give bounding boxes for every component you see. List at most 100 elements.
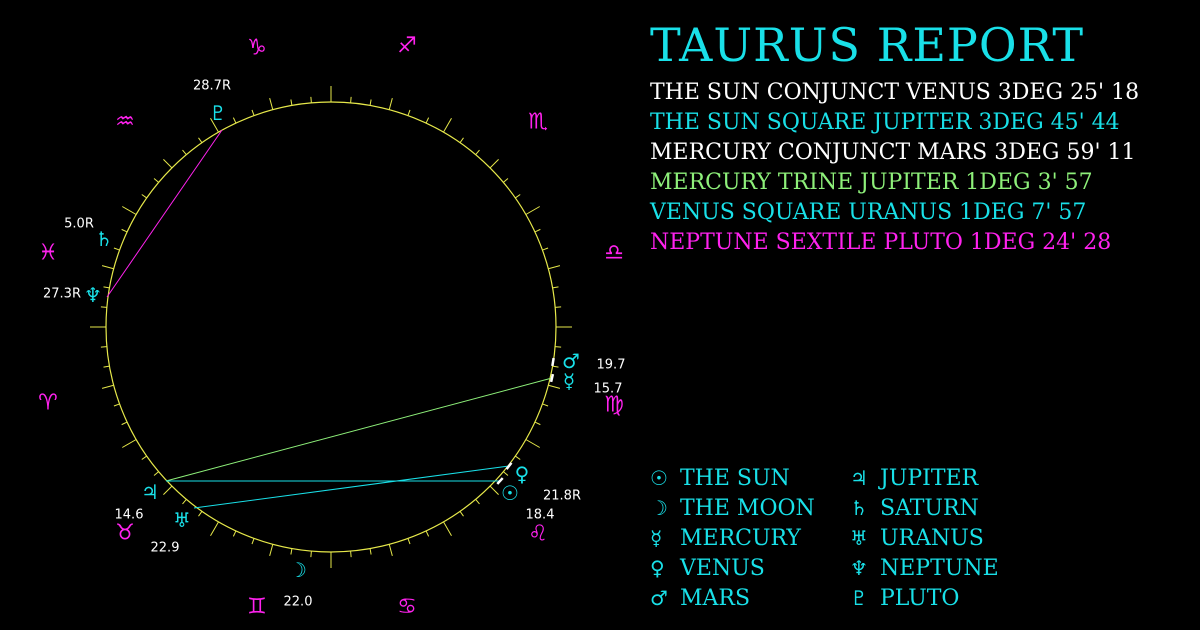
legend-label: THE SUN <box>680 466 790 491</box>
degree-tick <box>407 109 411 116</box>
natal-chart-wheel: ♑♐♒♏♓♎♈♍♉♌♊♋ ♇28.7R♄5.0R♆27.3R♂19.7☿15.7… <box>38 34 625 620</box>
pluto-icon: ♇ <box>209 101 227 125</box>
degree-tick <box>542 403 549 407</box>
venus-degree-label: 21.8R <box>543 489 581 504</box>
mercury-icon: ☿ <box>650 526 663 550</box>
degree-tick <box>459 137 464 143</box>
degree-tick <box>443 521 452 536</box>
degree-tick <box>122 439 137 448</box>
degree-tick <box>369 548 372 555</box>
degree-tick <box>103 286 110 289</box>
saturn-icon: ♄ <box>95 227 113 251</box>
legend-item-sun: ☉ THE SUN <box>650 466 790 491</box>
aspect-line-mercury-jupiter <box>165 377 553 482</box>
degree-tick <box>555 306 562 308</box>
neptune-icon: ♆ <box>850 556 868 580</box>
degree-tick <box>251 109 255 116</box>
degree-tick <box>121 228 128 233</box>
aspect-line-venus-uranus <box>193 465 510 509</box>
degree-tick <box>121 421 128 426</box>
neptune-icon: ♆ <box>84 283 102 307</box>
mars-icon: ♂ <box>650 586 668 610</box>
degree-tick <box>100 306 107 308</box>
degree-tick <box>515 455 521 460</box>
legend-label: PLUTO <box>880 586 960 611</box>
degree-tick <box>141 194 147 199</box>
virgo-sign-icon: ♍ <box>604 393 624 418</box>
mercury-icon: ☿ <box>563 369 575 393</box>
degree-tick <box>350 551 352 558</box>
degree-tick <box>548 265 561 270</box>
gemini-sign-icon: ♊ <box>247 595 267 620</box>
degree-tick <box>503 471 509 476</box>
legend-item-moon: ☽THE MOON <box>650 496 815 521</box>
degree-tick <box>153 471 159 476</box>
uranus-icon: ♅ <box>173 508 191 532</box>
degree-tick <box>534 228 541 233</box>
sun-icon: ☉ <box>650 466 668 490</box>
degree-tick <box>269 97 274 110</box>
legend-label: THE MOON <box>680 496 815 521</box>
mercury-position-mark <box>549 373 555 383</box>
degree-tick <box>350 96 352 103</box>
moon-icon: ☽ <box>289 558 307 582</box>
aspect-list: THE SUN CONJUNCT VENUS 3DEG 25' 18 THE S… <box>650 78 1139 258</box>
mars-position-mark <box>551 357 555 367</box>
pluto-degree-label: 28.7R <box>193 79 231 94</box>
scorpio-sign-icon: ♏ <box>528 110 548 135</box>
degree-tick <box>548 384 561 389</box>
mercury-degree-label: 15.7 <box>594 382 623 397</box>
aspect-item: NEPTUNE SEXTILE PLUTO 1DEG 24' 28 <box>650 230 1112 255</box>
pluto-icon: ♇ <box>850 586 868 610</box>
sun-degree-label: 18.4 <box>526 508 555 523</box>
sagittarius-sign-icon: ♐ <box>397 34 417 59</box>
legend-item-jupiter: ♃JUPITER <box>850 466 978 491</box>
legend-item-pluto: ♇ PLUTO <box>850 586 959 611</box>
aspect-item: MERCURY CONJUNCT MARS 3DEG 59' 11 <box>650 140 1136 165</box>
degree-tick <box>182 499 187 505</box>
degree-tick <box>113 403 120 407</box>
degree-tick <box>425 117 430 124</box>
legend-label: SATURN <box>880 496 979 521</box>
zodiac-signs: ♑♐♒♏♓♎♈♍♉♌♊♋ <box>38 34 624 620</box>
page-title: TAURUS REPORT <box>650 18 1085 72</box>
legend-item-venus: ♀VENUS <box>650 556 765 581</box>
leo-sign-icon: ♌ <box>528 522 548 547</box>
saturn-icon: ♄ <box>850 496 868 520</box>
degree-tick <box>210 521 219 536</box>
degree-tick <box>232 117 237 124</box>
degree-tick <box>290 548 293 555</box>
degree-tick <box>407 538 411 545</box>
degree-tick <box>290 99 293 106</box>
degree-tick <box>525 439 540 448</box>
degree-tick <box>425 530 430 537</box>
degree-tick <box>534 421 541 426</box>
degree-tick <box>388 544 393 557</box>
degree-tick <box>141 455 147 460</box>
degree-tick <box>369 99 372 106</box>
uranus-degree-label: 22.9 <box>151 541 180 556</box>
degree-tick <box>503 178 509 183</box>
legend-label: JUPITER <box>880 466 979 491</box>
degree-tick <box>103 365 110 368</box>
mars-icon: ♂ <box>562 349 580 373</box>
aspect-line-neptune-pluto <box>106 129 223 298</box>
degree-tick <box>182 149 187 155</box>
degree-tick <box>122 206 137 215</box>
degree-tick <box>459 511 464 517</box>
legend-label: VENUS <box>680 556 765 581</box>
aquarius-sign-icon: ♒ <box>115 110 135 135</box>
pisces-sign-icon: ♓ <box>38 241 58 266</box>
degree-tick <box>475 499 480 505</box>
legend-label: URANUS <box>880 526 984 551</box>
degree-tick <box>232 530 237 537</box>
planets: ♇28.7R♄5.0R♆27.3R♂19.7☿15.7♀21.8R☉18.4♃1… <box>43 79 625 610</box>
degree-tick <box>163 485 173 495</box>
venus-icon: ♀ <box>515 462 530 486</box>
legend-item-saturn: ♄ SATURN <box>850 496 979 521</box>
capricorn-sign-icon: ♑ <box>247 36 267 61</box>
aspect-item: THE SUN CONJUNCT VENUS 3DEG 25' 18 <box>650 80 1140 105</box>
sun-icon: ☉ <box>501 481 519 505</box>
degree-tick <box>153 178 159 183</box>
degree-tick <box>525 206 540 215</box>
